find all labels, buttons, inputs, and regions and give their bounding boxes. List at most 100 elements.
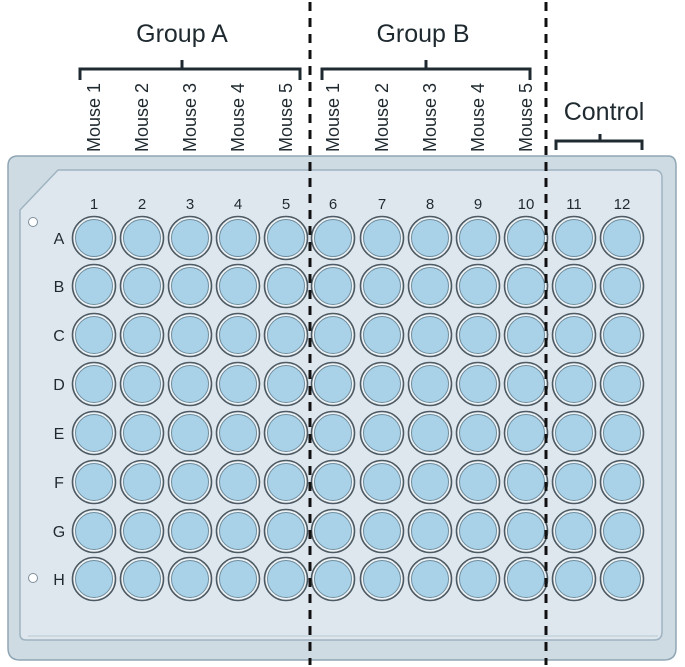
- mouse-label: Mouse 5: [516, 83, 536, 152]
- well-C1: [71, 312, 117, 358]
- well-F11: [551, 459, 597, 505]
- well-C6: [310, 312, 356, 358]
- well-G2: [119, 508, 165, 554]
- well-F10: [503, 459, 549, 505]
- well-A7: [359, 215, 405, 261]
- well-F9: [455, 459, 501, 505]
- column-label: 9: [474, 196, 482, 213]
- well-G9: [455, 508, 501, 554]
- well-E3: [167, 410, 213, 456]
- mouse-label: Mouse 3: [180, 83, 200, 152]
- well-B10: [503, 263, 549, 309]
- control-bracket: [554, 134, 644, 150]
- well-E6: [310, 410, 356, 456]
- well-C3: [167, 312, 213, 358]
- well-H12: [599, 556, 645, 602]
- well-A11: [551, 215, 597, 261]
- well-grid: [71, 215, 645, 602]
- column-label: 7: [378, 196, 386, 213]
- well-H10: [503, 556, 549, 602]
- well-B1: [71, 263, 117, 309]
- column-label: 3: [186, 196, 194, 213]
- column-label: 10: [518, 196, 535, 213]
- mouse-label: Mouse 3: [420, 83, 440, 152]
- well-F4: [215, 459, 261, 505]
- row-label: G: [53, 524, 65, 541]
- mouse-label: Mouse 2: [372, 83, 392, 152]
- well-D7: [359, 361, 405, 407]
- well-F5: [263, 459, 309, 505]
- well-B5: [263, 263, 309, 309]
- well-E7: [359, 410, 405, 456]
- well-A1: [71, 215, 117, 261]
- orientation-hole-top: [28, 217, 38, 227]
- well-A5: [263, 215, 309, 261]
- well-B9: [455, 263, 501, 309]
- row-label: D: [53, 377, 65, 394]
- well-G4: [215, 508, 261, 554]
- well-C11: [551, 312, 597, 358]
- well-E5: [263, 410, 309, 456]
- well-E9: [455, 410, 501, 456]
- well-E1: [71, 410, 117, 456]
- well-G5: [263, 508, 309, 554]
- well-A3: [167, 215, 213, 261]
- well-B11: [551, 263, 597, 309]
- well-G8: [407, 508, 453, 554]
- well-E12: [599, 410, 645, 456]
- well-G7: [359, 508, 405, 554]
- well-G12: [599, 508, 645, 554]
- well-H5: [263, 556, 309, 602]
- column-label: 6: [329, 196, 337, 213]
- well-E4: [215, 410, 261, 456]
- well-B2: [119, 263, 165, 309]
- well-H8: [407, 556, 453, 602]
- well-D5: [263, 361, 309, 407]
- column-label: 12: [614, 196, 631, 213]
- well-C2: [119, 312, 165, 358]
- well-B4: [215, 263, 261, 309]
- column-label: 2: [138, 196, 146, 213]
- well-B12: [599, 263, 645, 309]
- well-D1: [71, 361, 117, 407]
- well-F1: [71, 459, 117, 505]
- well-F7: [359, 459, 405, 505]
- row-label: E: [54, 426, 65, 443]
- well-H7: [359, 556, 405, 602]
- well-G3: [167, 508, 213, 554]
- well-E10: [503, 410, 549, 456]
- well-D11: [551, 361, 597, 407]
- mouse-label: Mouse 1: [323, 83, 343, 152]
- well-H4: [215, 556, 261, 602]
- well-B6: [310, 263, 356, 309]
- row-label: B: [54, 279, 65, 296]
- column-label: 11: [566, 196, 582, 213]
- well-D12: [599, 361, 645, 407]
- well-E2: [119, 410, 165, 456]
- well-C9: [455, 312, 501, 358]
- well-H11: [551, 556, 597, 602]
- well-H9: [455, 556, 501, 602]
- row-label: F: [54, 475, 64, 492]
- well-E8: [407, 410, 453, 456]
- well-A12: [599, 215, 645, 261]
- row-label: H: [53, 572, 65, 589]
- group-a-bracket: [78, 60, 302, 80]
- well-G1: [71, 508, 117, 554]
- well-D6: [310, 361, 356, 407]
- well-D10: [503, 361, 549, 407]
- well-C5: [263, 312, 309, 358]
- well-F12: [599, 459, 645, 505]
- mouse-label: Mouse 5: [276, 83, 296, 152]
- well-C12: [599, 312, 645, 358]
- well-B3: [167, 263, 213, 309]
- well-F6: [310, 459, 356, 505]
- control-label: Control: [564, 98, 645, 126]
- column-label: 1: [90, 196, 98, 213]
- row-label: C: [53, 328, 65, 345]
